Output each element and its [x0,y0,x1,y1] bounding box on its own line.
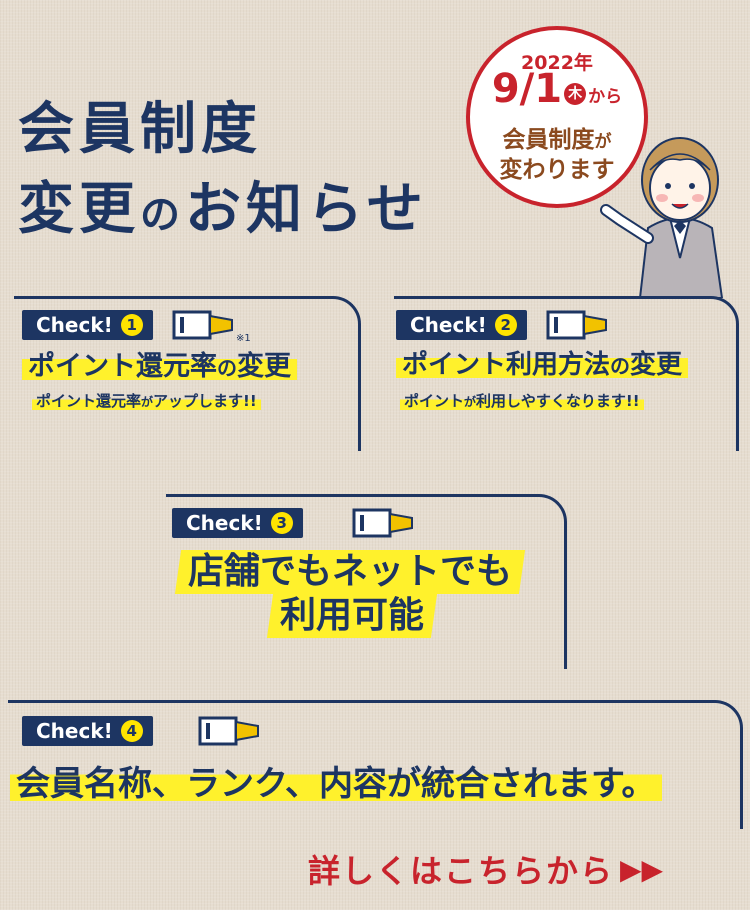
check-label-4: Check! [36,719,113,743]
title-line-2a: 変更 [18,177,140,242]
check-label-1: Check! [36,313,113,337]
badge-line-3: 会員制度が [470,120,644,154]
card-2-sub-ga: が [464,395,477,409]
card-3-frame [166,494,567,669]
card-3-line-2: 利用可能 [266,594,438,638]
check-badge-4: Check! 4 [22,716,153,746]
card-2-subtext: ポイントが利用しやすくなります!! [400,390,644,411]
highlighter-pen-icon [546,310,607,340]
badge-line-3-main: 会員制度 [502,127,595,153]
highlighter-pen-icon [352,508,413,538]
badge-weekday: 木 [564,82,587,105]
card-4-frame [8,700,743,829]
title-line-2b: お知らせ [185,177,428,242]
badge-kara: から [588,87,623,107]
card-1-sub-a: ポイント還元率 [36,392,142,410]
check-card-2: Check! 2 ポイント利用方法の変更 ポイントが利用しやすくなります!! [390,296,742,451]
check-badge-1: Check! 1 [22,310,153,340]
card-1-subtext: ポイント還元率がアップします!! [32,390,261,411]
badge-line-3-small: が [594,132,612,152]
card-4-headline: 会員名称、ランク、内容が統合されます。 [10,756,662,805]
card-2-headline-b: 変更 [630,350,683,380]
badge-date-day: 1 [534,66,563,112]
badge-date-main: 9/ [491,66,535,112]
card-3-line-1: 店舗でもネットでも [174,550,526,594]
card-2-sub-b: 利用しやすくなります!! [476,392,640,410]
details-link[interactable]: 詳しくはこちらから ▶▶ [308,846,663,892]
card-2-headline-a: ポイント利用方法 [402,350,611,380]
check-label-3: Check! [186,511,263,535]
footnote-1: ※1 [236,333,251,344]
highlighter-pen-icon [198,716,259,746]
card-1-sub-ga: が [141,395,154,409]
card-1-headline: ポイント還元率の変更 [22,344,297,383]
check-number-4: 4 [120,720,143,742]
check-label-2: Check! [410,313,487,337]
card-2-headline: ポイント利用方法の変更 [396,344,689,381]
guide-woman-illustration [600,137,724,298]
card-3-line-1-text: 店舗でもネットでも [188,551,513,592]
check-card-3: Check! 3 店舗でもネットでも 利用可能 [166,494,570,670]
check-number-1: 1 [120,314,143,336]
page-title: 会員制度 変更のお知らせ [18,90,428,255]
highlighter-pen-icon [172,310,233,340]
card-1-headline-a: ポイント還元率 [28,351,217,382]
check-badge-3: Check! 3 [172,508,303,538]
card-1-sub-b: アップします!! [153,392,257,410]
details-link-label: 詳しくはこちらから [308,852,615,890]
card-1-headline-no: の [217,356,237,380]
check-card-1: Check! 1 ※1 ポイント還元率の変更 ポイント還元率がアップします!! [0,296,362,451]
card-3-line-2-text: 利用可能 [280,595,425,636]
check-card-4: Check! 4 会員名称、ランク、内容が統合されます。 [0,700,744,830]
title-line-2-no: の [140,192,185,238]
card-1-frame [14,296,361,451]
card-2-headline-no: の [610,354,631,378]
card-2-frame [394,296,739,451]
badge-year: 2022年 [521,52,593,74]
double-arrow-right-icon: ▶▶ [620,852,664,886]
title-line-1: 会員制度 [18,97,262,162]
card-2-sub-a: ポイント [404,392,465,410]
badge-line-4: 変わります [499,157,615,183]
card-1-headline-b: 変更 [237,351,291,382]
check-number-2: 2 [494,314,517,336]
check-number-3: 3 [270,512,293,534]
check-badge-2: Check! 2 [396,310,527,340]
